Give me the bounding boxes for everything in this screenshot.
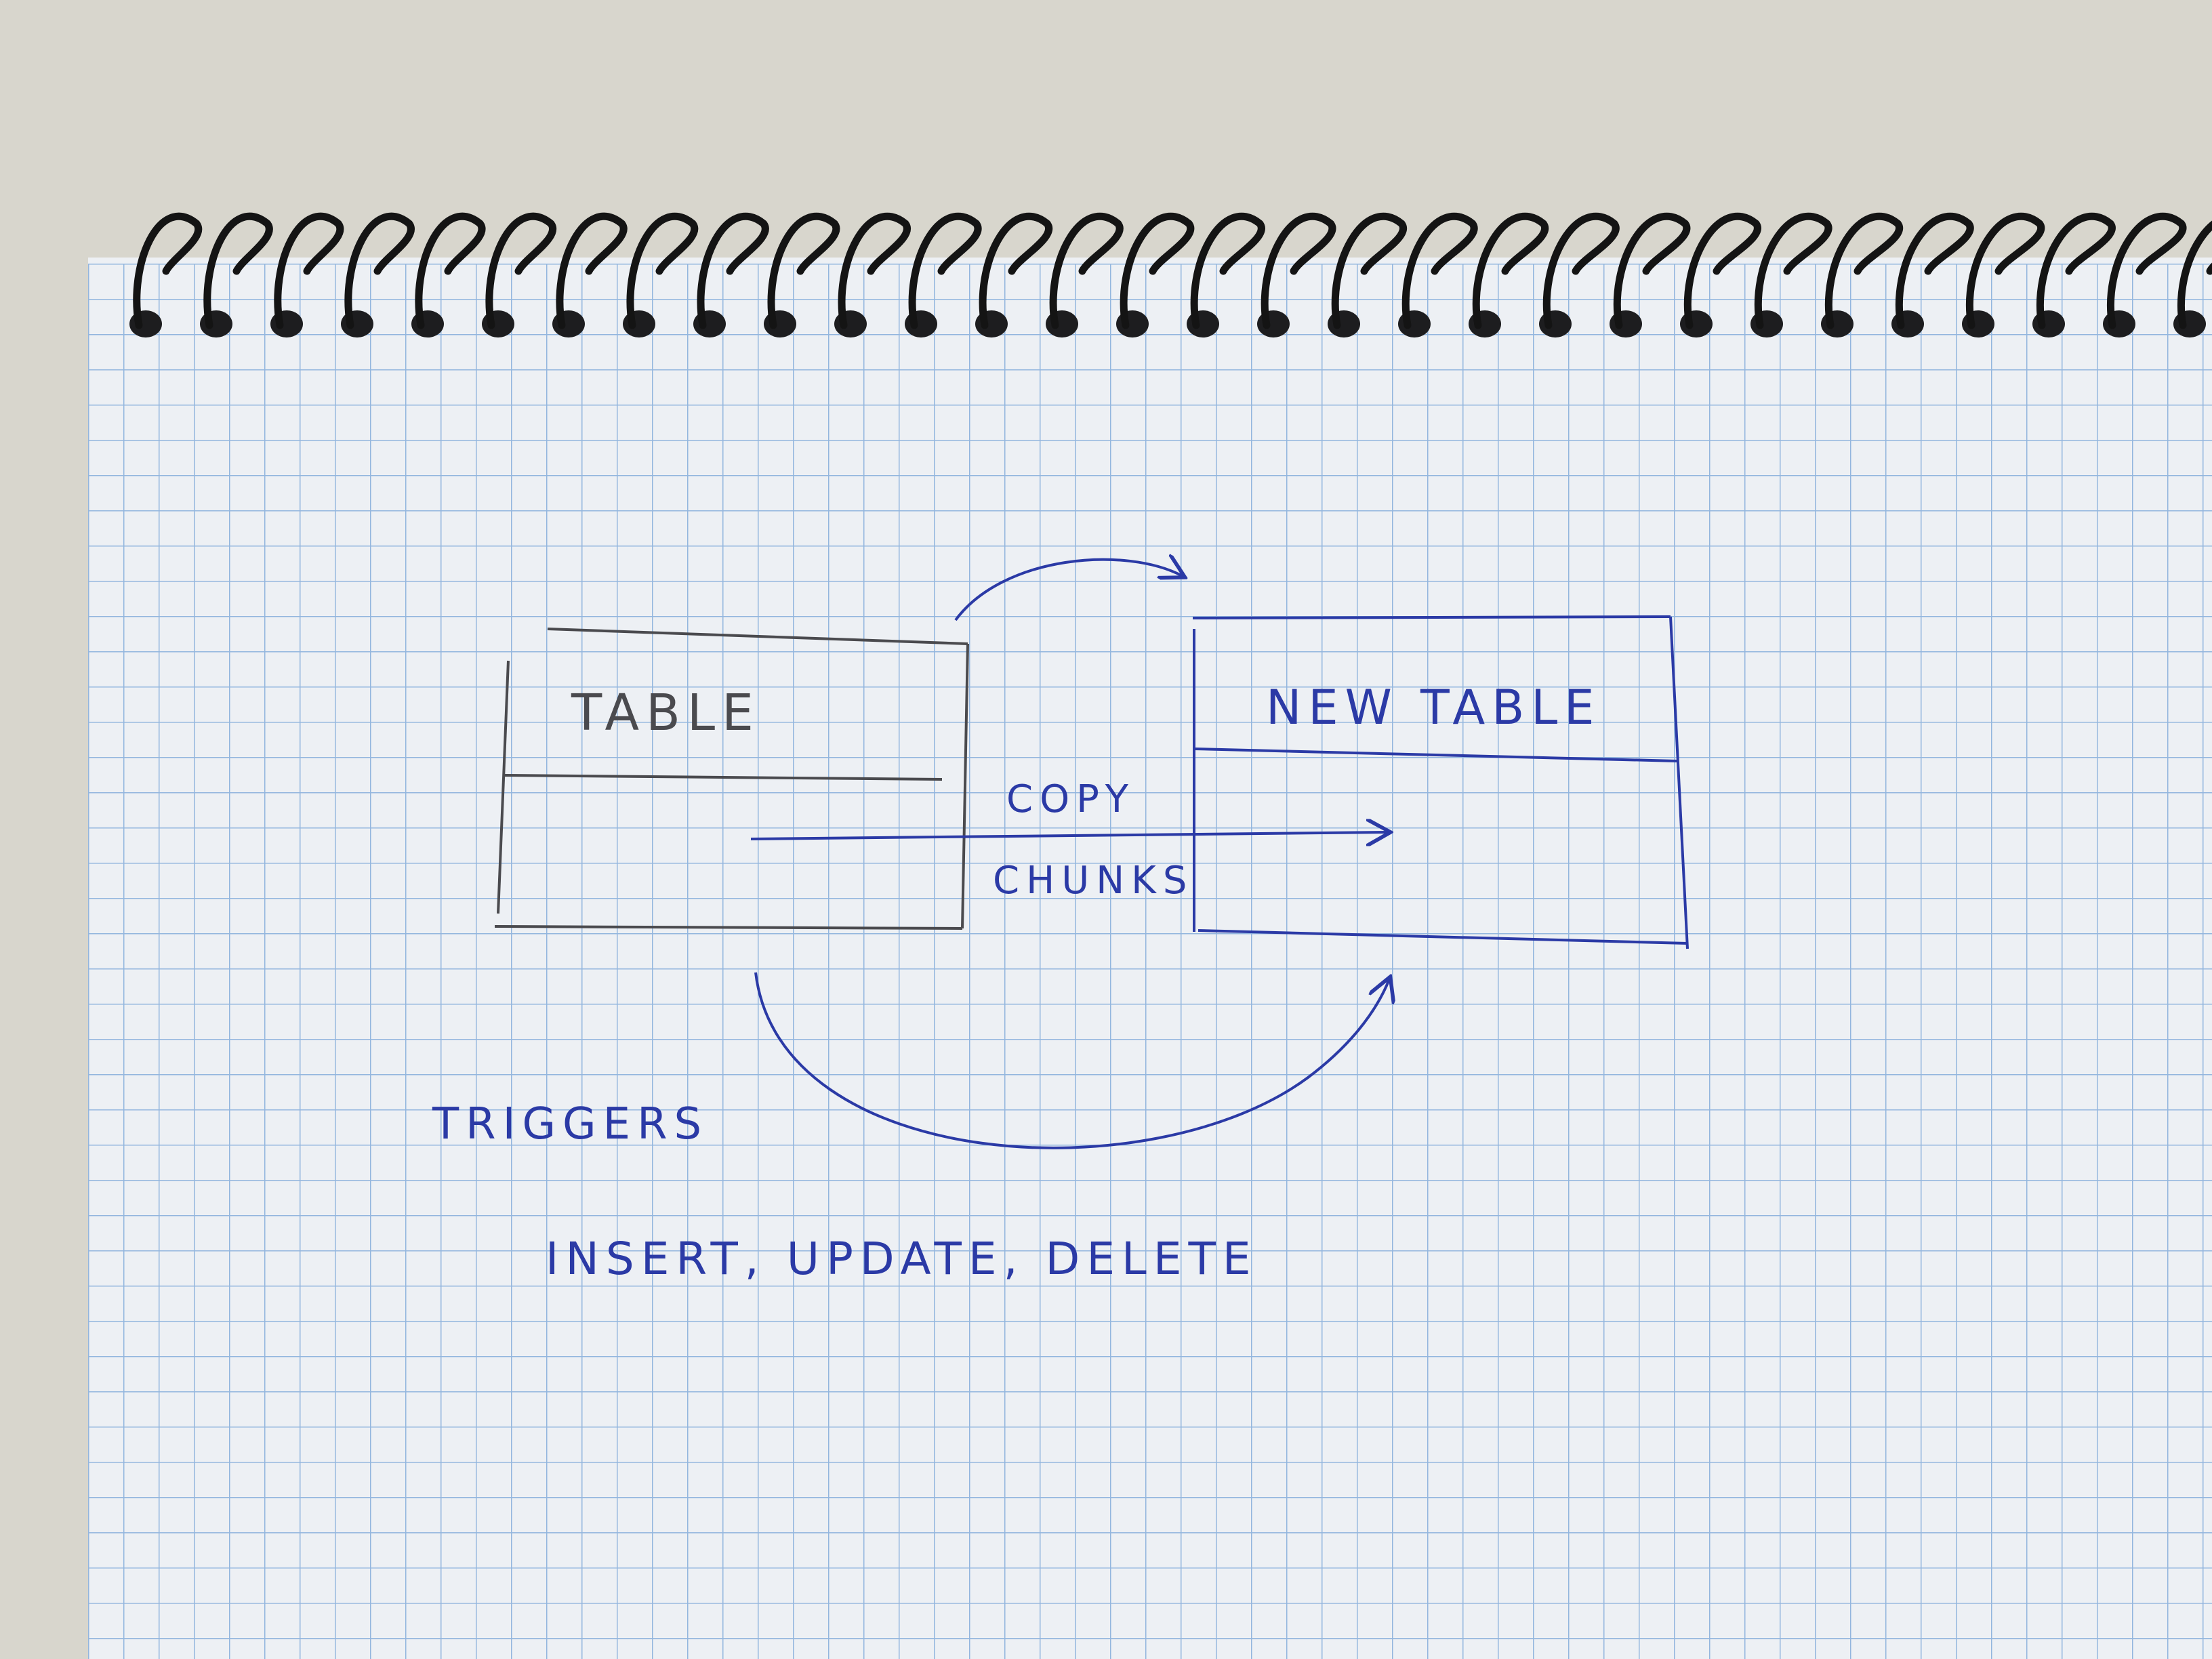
spiral-coil: [1046, 212, 1124, 337]
spiral-coil: [1187, 212, 1265, 337]
spiral-wire: [1049, 212, 1124, 329]
spiral-wire: [556, 212, 628, 329]
spiral-coil: [1116, 212, 1195, 337]
spiral-coil: [1891, 212, 1974, 337]
spiral-wire: [274, 212, 344, 329]
new-table-label: NEW TABLE: [1266, 680, 1601, 735]
spiral-wire: [1472, 212, 1549, 329]
triggers-label: TRIGGERS: [432, 1099, 708, 1149]
schema-arrow: [954, 560, 1183, 621]
spiral-wire: [979, 212, 1053, 329]
spiral-wire: [1683, 212, 1761, 329]
spiral-coil: [1257, 212, 1336, 337]
spiral-coil: [1610, 212, 1691, 337]
spiral-coil: [341, 212, 415, 337]
table-box: [494, 628, 969, 930]
chunks-label: CHUNKS: [993, 859, 1193, 903]
new-table-box: [1192, 615, 1689, 949]
table-box-bottom-edge: [494, 925, 963, 930]
spiral-coil: [411, 212, 486, 337]
new-table-box-top-edge: [1192, 615, 1671, 619]
table-box-left-edge: [497, 660, 510, 914]
spiral-coil: [693, 212, 769, 337]
table-box-right-edge: [961, 643, 969, 929]
spiral-wire: [1120, 212, 1195, 329]
spiral-wire: [2036, 212, 2116, 329]
spiral-coil: [200, 212, 273, 337]
spiral-coil: [2103, 212, 2187, 337]
spiral-wire: [415, 212, 486, 329]
spiral-wire: [133, 212, 203, 329]
spiral-wire: [1542, 212, 1620, 329]
spiral-coil: [834, 212, 911, 337]
spiral-wire: [2106, 212, 2187, 329]
spiral-wire: [1824, 212, 1904, 329]
spiral-coil: [2032, 212, 2116, 337]
spiral-wire: [908, 212, 982, 329]
new-table-box-right-edge: [1669, 616, 1689, 949]
operations-label: INSERT, UPDATE, DELETE: [546, 1233, 1258, 1285]
table-label: TABLE: [571, 684, 760, 742]
spiral-coil: [1328, 212, 1407, 337]
table-box-top-edge: [547, 628, 968, 645]
spiral-coil: [129, 212, 203, 337]
spiral-coil: [1962, 212, 2045, 337]
spiral-coil: [2173, 220, 2212, 337]
spiral-wire: [1261, 212, 1336, 329]
spiral-coil: [270, 212, 344, 337]
spiral-wire: [1401, 212, 1478, 329]
spiral-wire: [1965, 212, 2045, 329]
spiral-wire: [1331, 212, 1407, 329]
spiral-coil: [1821, 212, 1904, 337]
spiral-wire: [485, 212, 556, 329]
spiral-coil: [623, 212, 699, 337]
spiral-coil: [764, 212, 840, 337]
table-box-divider: [504, 774, 943, 781]
spiral-wire: [626, 212, 699, 329]
spiral-wire: [697, 212, 769, 329]
spiral-coil: [1750, 212, 1832, 337]
spiral-coil: [1469, 212, 1549, 337]
new-table-box-bottom-edge: [1197, 929, 1688, 945]
spiral-coil: [905, 212, 982, 337]
spiral-wire: [1754, 212, 1832, 329]
spiral-coil: [1680, 212, 1761, 337]
spiral-coil: [975, 212, 1053, 337]
spiral-coil: [1398, 212, 1478, 337]
spiral-wire: [203, 212, 273, 329]
copy-label: COPY: [1006, 777, 1135, 821]
spiral-coil: [1539, 212, 1620, 337]
spiral-coil: [552, 212, 628, 337]
paper-grid: [88, 264, 2212, 1659]
triggers-arrow: [754, 972, 1389, 1149]
new-table-box-divider: [1193, 747, 1678, 762]
arrows: [750, 560, 1389, 1149]
spiral-wire: [2177, 220, 2212, 329]
copy-chunks-arrow: [750, 832, 1388, 839]
spiral-binding: [129, 212, 2212, 337]
spiral-wire: [344, 212, 415, 329]
spiral-wire: [1613, 212, 1691, 329]
spiral-wire: [1895, 212, 1974, 329]
spiral-wire: [1190, 212, 1265, 329]
spiral-coil: [482, 212, 556, 337]
spiral-wire: [767, 212, 840, 329]
spiral-wire: [838, 212, 911, 329]
